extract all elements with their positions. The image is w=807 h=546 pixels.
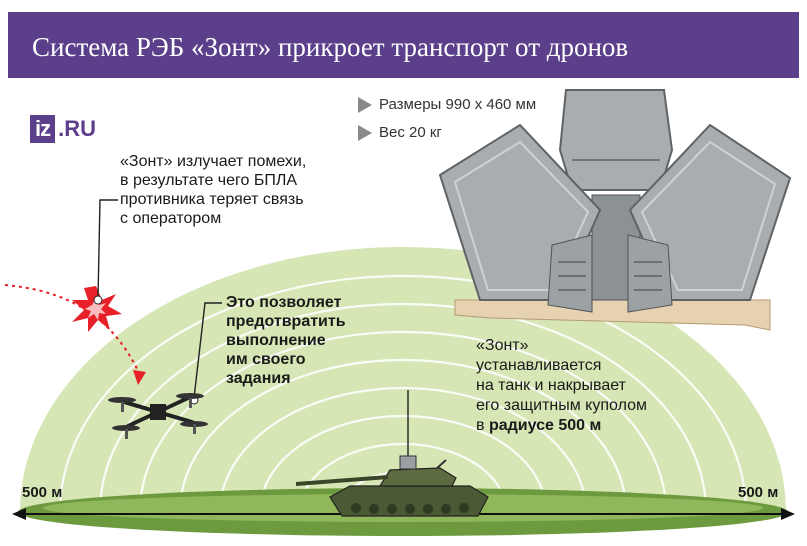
callout-tank-line: «Зонт»: [476, 337, 529, 354]
trajectory-arrowhead-icon: [133, 370, 146, 385]
callout-jamming-line: противника теряет связь: [120, 191, 304, 208]
radius-label-left: 500 м: [22, 484, 63, 501]
callout-tank-prefix: в: [476, 417, 489, 434]
callout-jamming-line: «Зонт» излучает помехи,: [120, 153, 307, 170]
spec-size-text: Размеры 990 х 460 мм: [379, 96, 537, 113]
callout-prevent-line: предотвратить: [226, 313, 346, 330]
radius-label-right: 500 м: [738, 484, 779, 501]
zont-device-illustration: [438, 89, 792, 331]
spec-weight: Вес 20 кг: [358, 124, 442, 141]
logo-mark: iz: [30, 115, 56, 143]
tank-icon: [295, 455, 489, 517]
callout-jamming-line: в результате чего БПЛА: [120, 172, 298, 189]
callout-jamming: «Зонт» излучает помехи, в результате чег…: [120, 152, 306, 228]
callout-prevent: Это позволяет предотвратить выполнение и…: [226, 293, 346, 388]
izru-logo: iz .RU: [30, 114, 96, 144]
spec-size: Размеры 990 х 460 мм: [358, 96, 536, 113]
callout-jamming-line: с оператором: [120, 210, 222, 227]
callout-dot: [93, 295, 103, 305]
callout-prevent-line: выполнение: [226, 332, 326, 349]
triangle-bullet-icon: [358, 96, 372, 113]
callout-prevent-line: им своего: [226, 351, 306, 368]
header-banner: Система РЭБ «Зонт» прикроет транспорт от…: [8, 12, 799, 78]
triangle-bullet-icon: [358, 124, 372, 141]
callout-tank-radius-line: в радиусе 500 м: [476, 416, 647, 436]
callout-prevent-line: Это позволяет: [226, 294, 342, 311]
drone-icon: [108, 393, 208, 439]
callout-tank-radius: радиусе 500 м: [488, 417, 602, 434]
explosion-icon: [72, 286, 122, 332]
logo-suffix: .RU: [58, 116, 97, 141]
callout-tank-line: устанавливается: [476, 357, 602, 374]
drone-trajectory-line: [4, 284, 141, 376]
callout-leader-lines: [97, 199, 409, 462]
callout-prevent-line: задания: [226, 370, 291, 387]
page-title: Система РЭБ «Зонт» прикроет транспорт от…: [32, 32, 629, 62]
callout-tank-line: его защитным куполом: [476, 397, 647, 414]
spec-weight-text: Вес 20 кг: [379, 124, 442, 141]
callout-tank-line: на танк и накрывает: [476, 377, 626, 394]
callout-tank: «Зонт» устанавливается на танк и накрыва…: [476, 336, 647, 436]
